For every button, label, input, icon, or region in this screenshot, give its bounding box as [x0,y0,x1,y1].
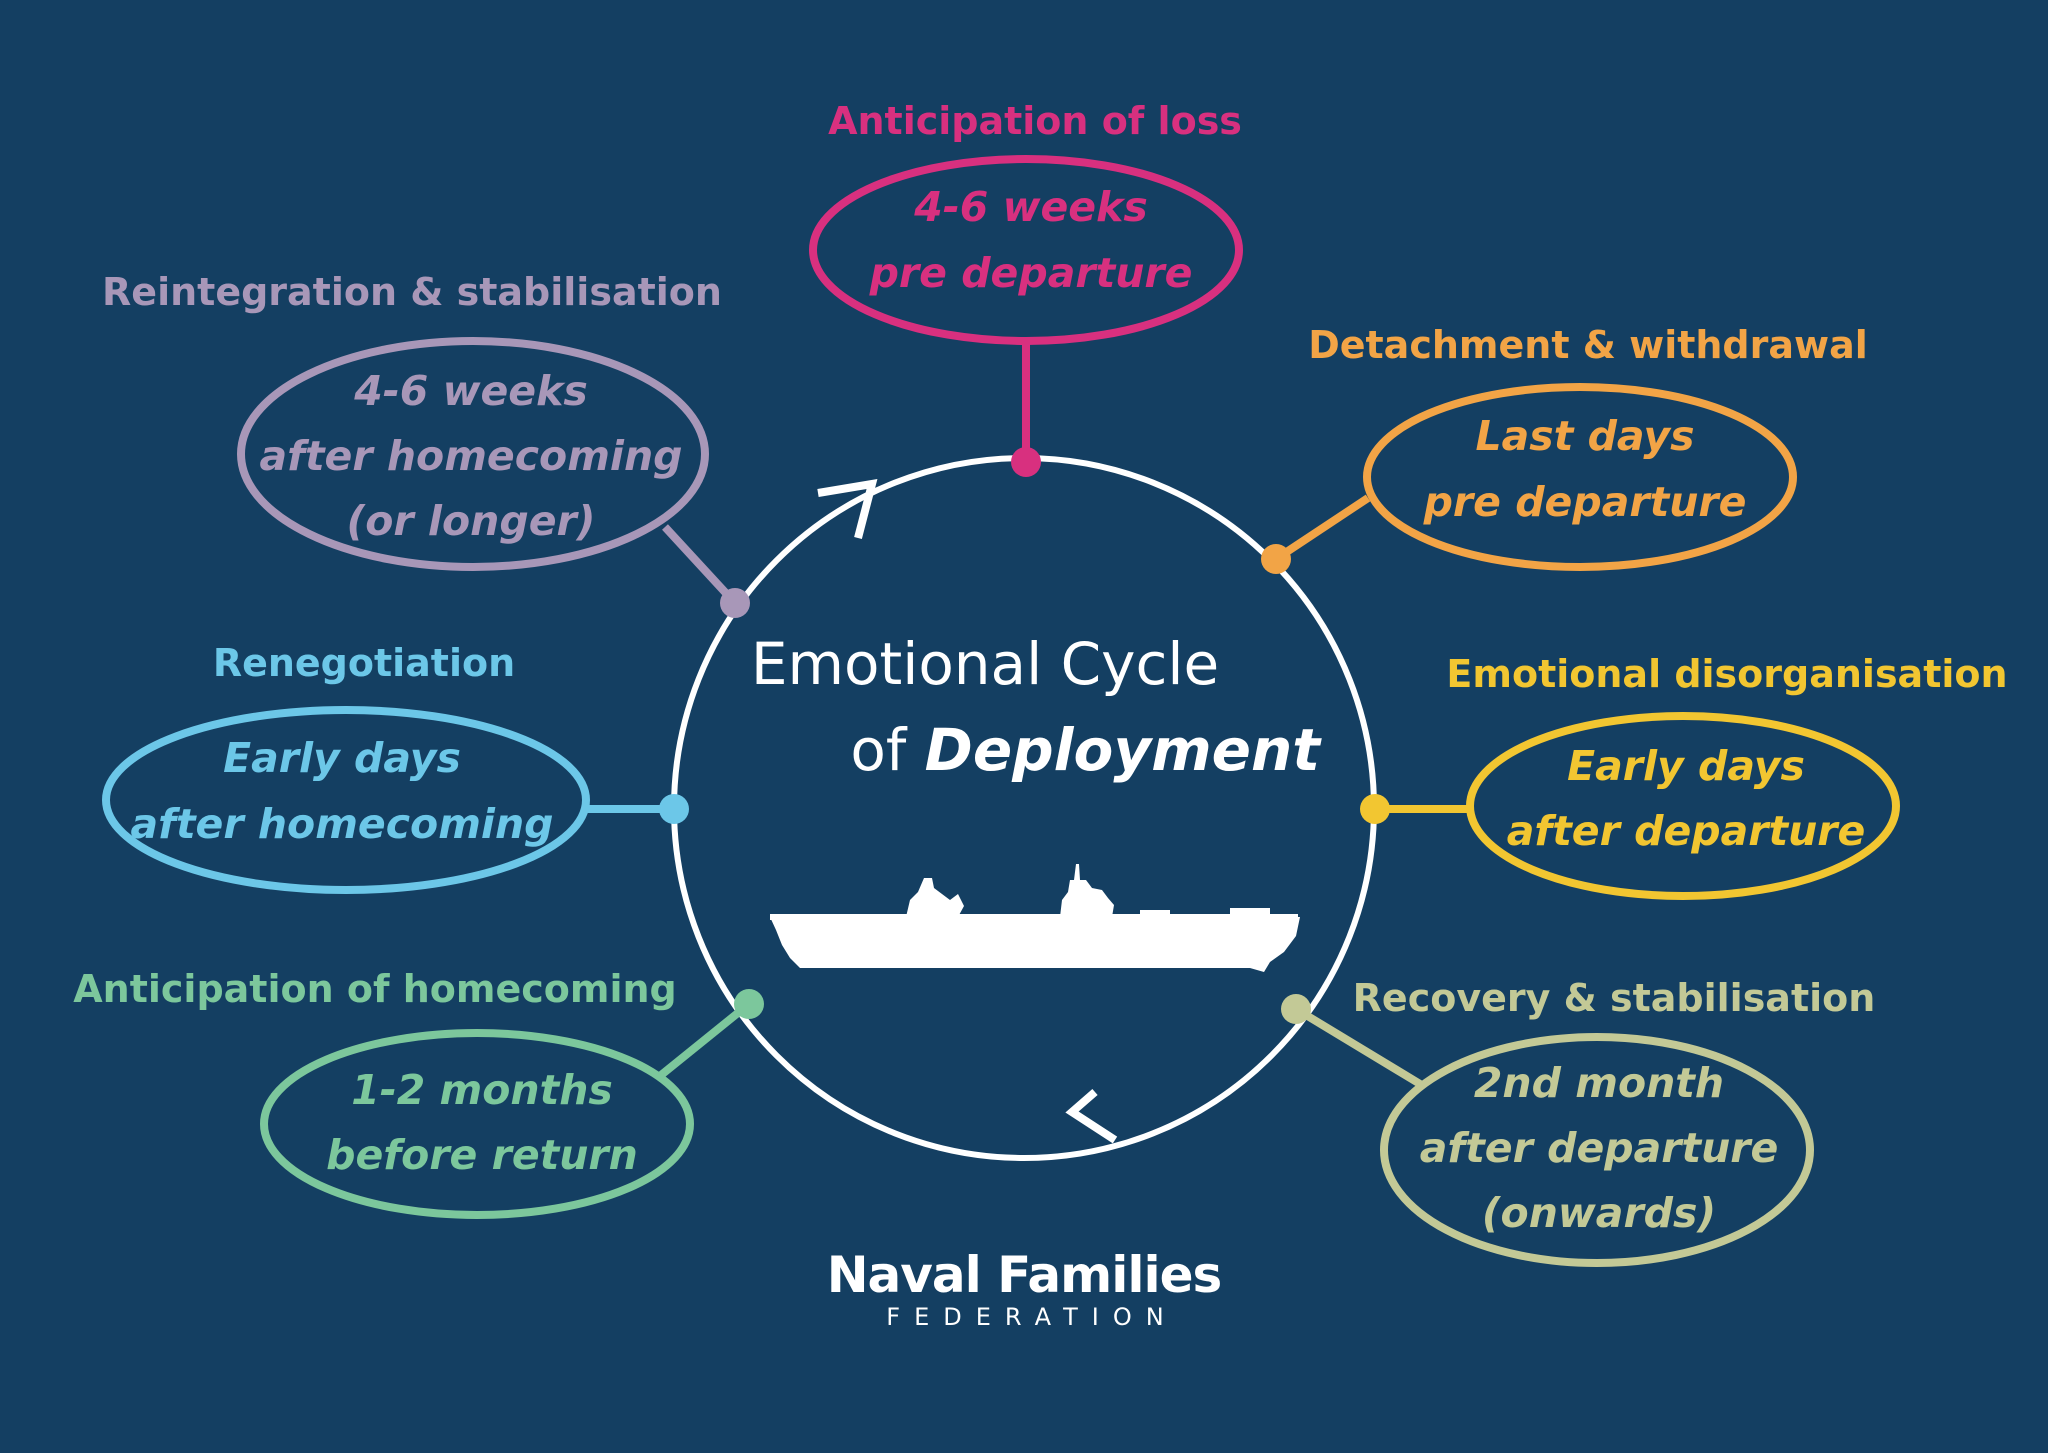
timing-line-2: after homecoming [259,432,682,480]
timing-ellipse [809,155,1243,345]
stage-title: Anticipation of homecoming [73,967,677,1011]
connector-line [1293,1005,1428,1091]
stage-emotional-disorganisation: Emotional disorganisation Early days aft… [1360,652,2008,900]
stage-title: Emotional disorganisation [1446,652,2007,696]
stage-title: Recovery & stabilisation [1353,976,1876,1020]
timing-ellipse [102,706,590,894]
timing-line-2: pre departure [869,249,1193,297]
stage-dot [720,588,750,618]
stage-dot [1011,447,1041,477]
timing-line-1: 2nd month [1474,1059,1724,1107]
stage-detachment-withdrawal: Detachment & withdrawal Last days pre de… [1261,323,1868,574]
timing-ellipse [1466,712,1900,900]
stage-dot [659,794,689,824]
timing-ellipse [1363,383,1797,571]
timing-line-3: (or longer) [347,497,596,545]
clockwise-arrow-top-icon [817,479,878,540]
stage-dot [1360,794,1390,824]
center-title-prefix: of [850,716,924,784]
timing-line-2: after departure [1420,1124,1779,1172]
connector-line [647,1000,752,1088]
stage-title: Anticipation of loss [828,99,1242,143]
timing-line-2: after homecoming [130,800,553,848]
stage-dot [1261,544,1291,574]
timing-line-2: pre departure [1423,478,1747,526]
timing-ellipse [237,337,709,571]
timing-line-1: 4-6 weeks [913,183,1148,231]
stage-dot [1281,994,1311,1024]
naval-families-federation-logo: Naval Families FEDERATION [827,1246,1223,1331]
clockwise-arrow-bottom-icon [1065,1088,1118,1144]
stage-dot [734,989,764,1019]
stage-renegotiation: Renegotiation Early days after homecomin… [102,641,689,894]
logo-main-text: Naval Families [827,1246,1222,1304]
timing-line-1: Last days [1476,412,1695,460]
timing-ellipse [260,1029,694,1219]
stage-title: Reintegration & stabilisation [102,270,722,314]
connector-line [662,524,738,606]
center-title-line1: Emotional Cycle [751,630,1219,698]
timing-line-3: (onwards) [1482,1189,1716,1237]
stage-title: Detachment & withdrawal [1308,323,1868,367]
timing-line-2: after departure [1507,807,1866,855]
center-title-line2: of Deployment [850,716,1322,784]
stage-recovery-stabilisation: Recovery & stabilisation 2nd month after… [1281,976,1876,1267]
timing-ellipse [1380,1033,1814,1267]
connector-line [1273,494,1371,563]
center-title-bold: Deployment [925,716,1323,784]
timing-line-1: 1-2 months [351,1066,613,1114]
timing-line-2: before return [326,1131,638,1179]
stage-anticipation-of-loss: Anticipation of loss 4-6 weeks pre depar… [809,99,1243,477]
timing-line-1: 4-6 weeks [353,367,588,415]
stage-title: Renegotiation [213,641,515,685]
logo-sub-text: FEDERATION [886,1303,1177,1331]
timing-line-1: Early days [1567,742,1805,790]
ship-silhouette-icon [770,864,1300,972]
stage-anticipation-of-homecoming: Anticipation of homecoming 1-2 months be… [73,967,764,1219]
stage-reintegration-stabilisation: Reintegration & stabilisation 4-6 weeks … [102,270,750,618]
timing-line-1: Early days [223,734,461,782]
